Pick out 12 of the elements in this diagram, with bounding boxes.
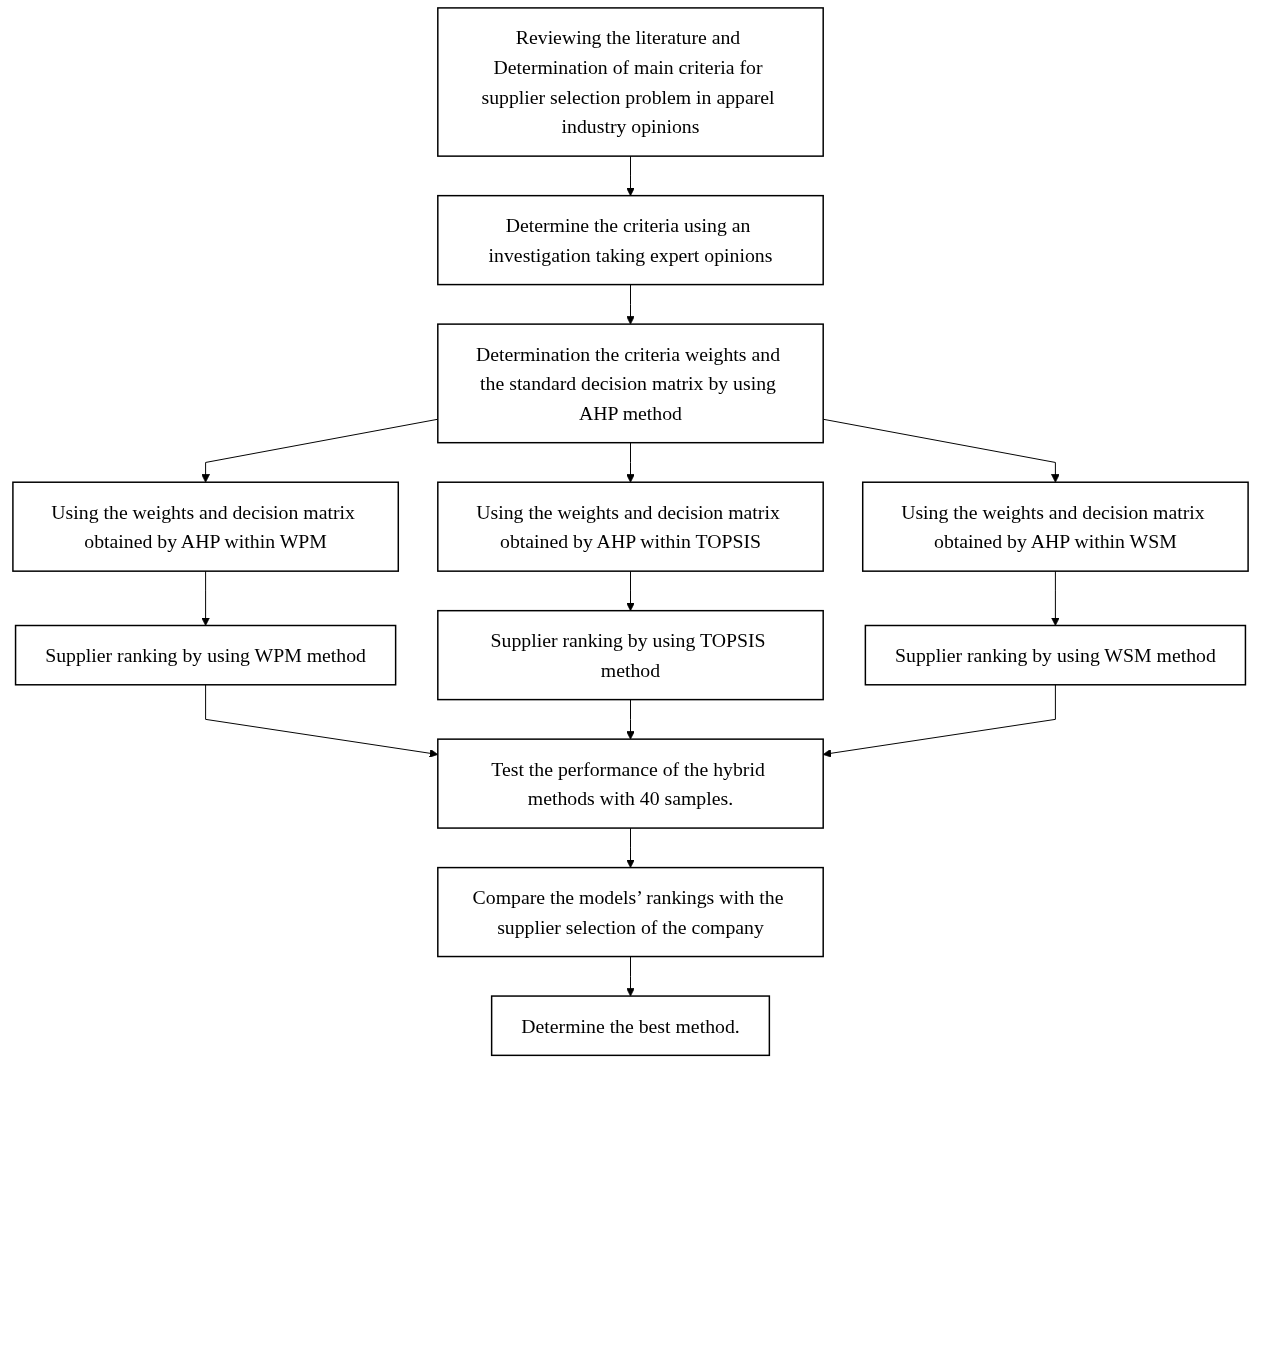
node-box: Supplier ranking by using WPM method	[14, 624, 397, 686]
node-box: Determine the criteria using an investigation taking expert opinions	[437, 194, 824, 286]
node-box: Using the weights and decision matrix obtained by AHP within WPM	[12, 481, 399, 572]
node-box: Using the weights and decision matrix obtained by AHP within WSM	[862, 481, 1249, 572]
node-box: Using the weights and decision matrix obtained by AHP within TOPSIS	[437, 481, 824, 572]
node-box: Supplier ranking by using TOPSIS method	[437, 609, 824, 701]
node-box: Supplier ranking by using WSM method	[864, 624, 1247, 686]
node-box: Determination the criteria weights and the standard decision matrix by using AHP method	[437, 323, 824, 444]
node-box: Reviewing the literature and Determination of main criteria for supplier selection problem in apparel industry opinions	[437, 7, 824, 157]
node-box: Determine the best method.	[490, 995, 771, 1057]
node-box: Test the performance of the hybrid methods with 40 samples.	[437, 738, 824, 829]
node-box: Compare the models’ rankings with the supplier selection of the company	[437, 866, 824, 958]
